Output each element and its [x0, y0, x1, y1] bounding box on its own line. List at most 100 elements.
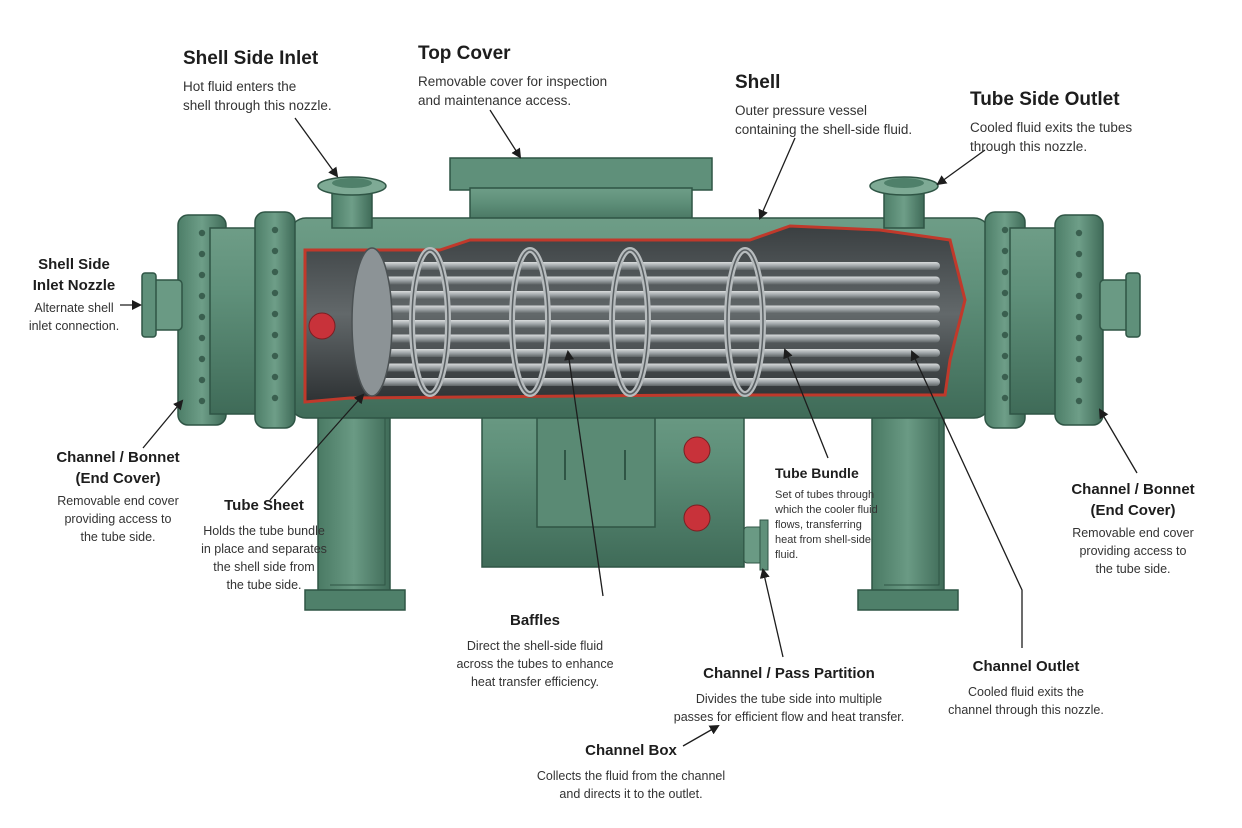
- shell-side-inlet-nozzle-title: Shell Side Inlet Nozzle: [32, 256, 116, 294]
- label-shell-side-inlet-nozzle: Shell Side Inlet Nozzle Alternate shell …: [18, 254, 130, 335]
- tube-bundle-desc: Set of tubes through which the cooler fl…: [775, 488, 878, 561]
- tube: [380, 334, 940, 343]
- channel-pass-partition-title: Channel / Pass Partition: [703, 665, 875, 682]
- top-cover-desc: Removable cover for inspection and maint…: [418, 73, 608, 108]
- bolt: [271, 352, 279, 360]
- tube-bundle-drawing: [380, 262, 940, 386]
- bolt: [1001, 394, 1009, 402]
- baffles-drawing: [409, 247, 766, 397]
- bolt: [1001, 226, 1009, 234]
- baffle-edge: [611, 249, 649, 395]
- label-channel-bonnet-right: Channel / Bonnet (End Cover) Removable e…: [1058, 479, 1208, 578]
- bolt: [271, 247, 279, 255]
- bolt: [271, 226, 279, 234]
- channel-bonnet-left-desc: Removable end cover providing access to …: [57, 494, 179, 544]
- label-shell: Shell Outer pressure vessel containing t…: [735, 71, 912, 139]
- shell-desc: Outer pressure vessel containing the she…: [735, 102, 913, 137]
- shell-side-inlet-title: Shell Side Inlet: [183, 48, 319, 69]
- channel-box-body: [481, 394, 769, 571]
- shell-title: Shell: [735, 72, 781, 93]
- bolt: [1075, 292, 1083, 300]
- tube: [380, 291, 940, 299]
- tube-bundle-title: Tube Bundle: [775, 465, 859, 481]
- label-shell-side-inlet: Shell Side Inlet Hot fluid enters the sh…: [183, 47, 332, 115]
- channel-bonnet-right-desc: Removable end cover providing access to …: [1072, 526, 1194, 576]
- bolt: [1001, 310, 1009, 318]
- tube-sheet-title: Tube Sheet: [224, 497, 304, 514]
- tube: [380, 320, 940, 328]
- channel-box-desc: Collects the fluid from the channel and …: [536, 768, 726, 801]
- bolt: [1001, 373, 1009, 381]
- flange-bolts: [198, 226, 1083, 405]
- bolt: [1075, 250, 1083, 258]
- bolt: [198, 376, 206, 384]
- tube-outlet-nozzle: [869, 176, 939, 229]
- bolt: [1075, 271, 1083, 279]
- bolt: [198, 355, 206, 363]
- label-channel-pass-partition: Channel / Pass Partition Divides the tub…: [658, 665, 920, 726]
- bolt: [1075, 313, 1083, 321]
- shell-inlet-nozzle: [317, 176, 387, 229]
- shell-side-inlet-desc: Hot fluid enters the shell through this …: [183, 78, 332, 113]
- bolt: [1075, 334, 1083, 342]
- tube: [380, 276, 940, 285]
- bolt: [198, 292, 206, 300]
- channel-bonnet-left-title: Channel / Bonnet (End Cover): [56, 449, 180, 487]
- channel-bonnet-right-title: Channel / Bonnet (End Cover): [1071, 481, 1195, 519]
- tube-sheet-drawing: [351, 247, 393, 397]
- bolt: [1075, 355, 1083, 363]
- bolt: [1075, 397, 1083, 405]
- bolt: [198, 397, 206, 405]
- bolt: [1075, 229, 1083, 237]
- channel-pass-partition-desc: Divides the tube side into multiple pass…: [673, 691, 905, 724]
- tube: [380, 349, 940, 357]
- left-flanges: [141, 211, 296, 429]
- right-flanges: [984, 211, 1141, 429]
- channel-outlet-desc: Cooled fluid exits the channel through t…: [948, 684, 1104, 717]
- bolt: [198, 229, 206, 237]
- tube: [380, 305, 940, 314]
- channel-box-title: Channel Box: [585, 742, 677, 759]
- tube-side-outlet-desc: Cooled fluid exits the tubes through thi…: [970, 119, 1133, 154]
- bolt: [1001, 352, 1009, 360]
- channel-outlet-title: Channel Outlet: [972, 658, 1080, 675]
- baffle-edge: [726, 249, 764, 395]
- bolt: [198, 250, 206, 258]
- bolt: [198, 313, 206, 321]
- bolt: [1075, 376, 1083, 384]
- bolt: [1001, 289, 1009, 297]
- tube-sheet-desc: Holds the tube bundle in place and separ…: [201, 523, 327, 592]
- tube: [380, 378, 940, 386]
- bolt: [271, 289, 279, 297]
- label-channel-box: Channel Box Collects the fluid from the …: [515, 742, 747, 803]
- bolt: [271, 310, 279, 318]
- bolt: [1001, 331, 1009, 339]
- inspection-ports: [308, 312, 336, 340]
- label-top-cover: Top Cover Removable cover for inspection…: [418, 42, 607, 110]
- baffle-edge: [511, 249, 549, 395]
- bolt: [271, 331, 279, 339]
- label-tube-bundle: Tube Bundle Set of tubes through which t…: [775, 465, 915, 563]
- bolt: [271, 394, 279, 402]
- baffles-desc: Direct the shell-side fluid across the t…: [456, 638, 614, 689]
- top-cover-title: Top Cover: [418, 43, 511, 64]
- bolt: [1001, 247, 1009, 255]
- label-tube-side-outlet: Tube Side Outlet Cooled fluid exits the …: [970, 88, 1132, 156]
- label-channel-bonnet-left: Channel / Bonnet (End Cover) Removable e…: [44, 447, 192, 546]
- label-baffles: Baffles Direct the shell-side fluid acro…: [440, 612, 630, 691]
- bolt: [271, 268, 279, 276]
- tube-side-outlet-title: Tube Side Outlet: [970, 89, 1120, 110]
- baffle-edge: [411, 249, 449, 395]
- label-channel-outlet: Channel Outlet Cooled fluid exits the ch…: [936, 658, 1116, 719]
- bolt: [271, 373, 279, 381]
- tube: [380, 262, 940, 270]
- label-tube-sheet: Tube Sheet Holds the tube bundle in plac…: [183, 497, 345, 594]
- bolt: [198, 271, 206, 279]
- shell-side-inlet-nozzle-desc: Alternate shell inlet connection.: [28, 301, 120, 333]
- bolt: [1001, 268, 1009, 276]
- baffles-title: Baffles: [509, 612, 561, 629]
- tube: [380, 363, 940, 372]
- leader-lines: [120, 109, 1138, 747]
- bolt: [198, 334, 206, 342]
